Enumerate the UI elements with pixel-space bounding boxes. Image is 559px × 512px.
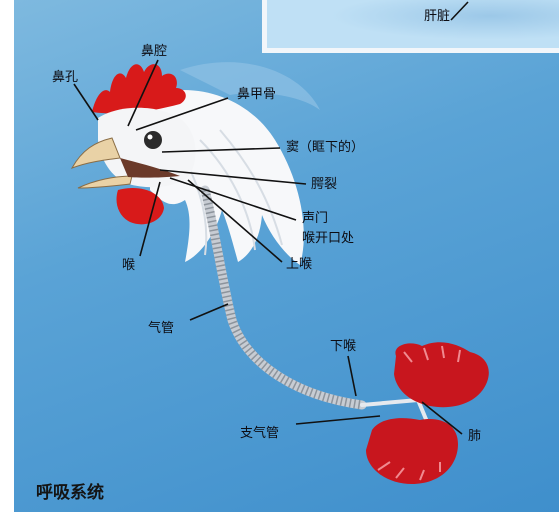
leader-lines [73, 1, 469, 435]
label-lungs: 肺 [468, 429, 482, 444]
leader-palatal-cleft [159, 169, 307, 185]
comb [92, 64, 186, 114]
leader-lower-larynx [347, 355, 357, 397]
neck-shadow-feathers [180, 62, 320, 110]
label-nasal-cavity: 鼻腔 [141, 44, 168, 59]
label-palatal-cleft: 腭裂 [311, 177, 338, 192]
leader-upper-larynx [187, 179, 283, 263]
leader-bronchi [295, 415, 381, 425]
liver-inset-shading [330, 0, 559, 40]
label-trachea: 气管 [148, 321, 175, 336]
label-liver: 肝脏 [424, 9, 451, 24]
label-larynx: 喉 [122, 258, 136, 273]
leader-nostril [73, 83, 99, 121]
label-turbinate: 鼻甲骨 [237, 87, 277, 102]
label-upper-larynx: 上喉 [286, 257, 313, 272]
trachea-rings [200, 188, 363, 410]
leader-trachea [189, 303, 229, 321]
eye [144, 131, 162, 149]
upper-lung-texture [403, 345, 461, 363]
label-nostril: 鼻孔 [52, 70, 79, 85]
lower-lung [366, 418, 458, 484]
eye-highlight [147, 134, 153, 140]
label-sinus: 窦（眶下的） [286, 140, 365, 155]
label-glottis: 声门 [302, 211, 329, 226]
leader-larynx [139, 181, 161, 257]
mouth-cavity [120, 158, 180, 178]
upper-beak [70, 137, 121, 169]
upper-lung [394, 342, 489, 408]
leader-sinus [161, 147, 281, 153]
leader-nasal-cavity [127, 59, 159, 127]
leader-liver [450, 1, 469, 21]
wattle [116, 188, 164, 225]
diagram-title: 呼吸系统 [36, 483, 104, 503]
head [98, 107, 196, 188]
lower-beak [77, 175, 133, 189]
label-larynx-opening: 喉开口处 [302, 231, 355, 246]
leader-glottis [169, 177, 297, 221]
leader-lungs [421, 401, 463, 435]
label-bronchi: 支气管 [240, 426, 280, 441]
lower-lung-texture [377, 461, 441, 481]
leader-turbinate [135, 97, 229, 131]
label-lower-larynx: 下喉 [330, 339, 357, 354]
